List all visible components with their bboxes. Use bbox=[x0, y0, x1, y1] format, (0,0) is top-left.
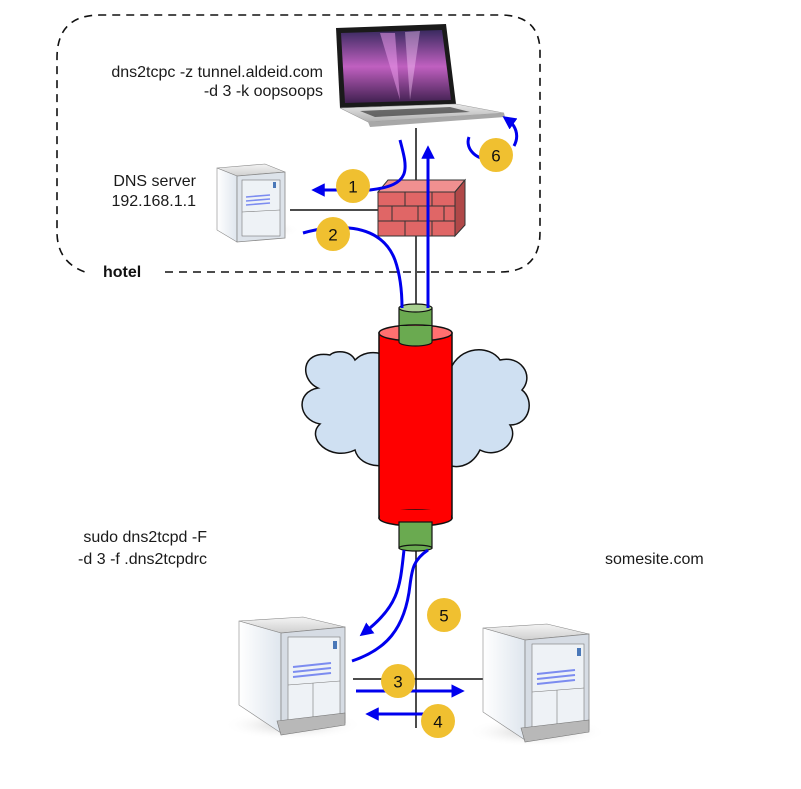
step-badge-1-label: 1 bbox=[348, 178, 357, 197]
dns-server-icon bbox=[210, 163, 300, 243]
hotel-zone-border bbox=[56, 14, 541, 273]
step-badge-4-label: 4 bbox=[433, 713, 442, 732]
flow-tunnel-to-server-arrow bbox=[359, 549, 406, 637]
target-site-label: somesite.com bbox=[605, 551, 704, 568]
step-badge-4: 4 bbox=[421, 704, 455, 738]
step-badge-2-label: 2 bbox=[328, 226, 337, 245]
client-command-line-1: dns2tcpc -z tunnel.aldeid.com bbox=[111, 64, 323, 81]
step-badge-2: 2 bbox=[316, 217, 350, 251]
laptop-icon bbox=[336, 24, 505, 127]
flow-step-5-arrow bbox=[351, 548, 429, 663]
step-badge-5: 5 bbox=[427, 598, 461, 632]
step-badge-1: 1 bbox=[336, 169, 370, 203]
dns-server-label-line-2: 192.168.1.1 bbox=[111, 193, 196, 210]
step-badge-5-label: 5 bbox=[439, 607, 448, 626]
firewall-icon bbox=[376, 178, 467, 238]
flow-step-6-arrow bbox=[502, 116, 519, 147]
step-badge-3: 3 bbox=[381, 664, 415, 698]
server-command-line-2: -d 3 -f .dns2tcpdrc bbox=[78, 551, 207, 568]
tunnel-icon bbox=[378, 303, 453, 552]
text-labels: dns2tcpc -z tunnel.aldeid.com -d 3 -k oo… bbox=[78, 64, 704, 568]
server-command-line-1: sudo dns2tcpd -F bbox=[83, 529, 207, 546]
somesite-server-icon bbox=[467, 623, 607, 747]
flow-arrows bbox=[302, 116, 519, 721]
hotel-zone: hotel bbox=[56, 14, 541, 281]
flow-step-1-arrow bbox=[311, 139, 407, 197]
dns-server-label-line-1: DNS server bbox=[113, 173, 196, 190]
step-badge-6: 6 bbox=[479, 138, 513, 172]
client-command-line-2: -d 3 -k oopsoops bbox=[204, 83, 323, 100]
step-badge-3-label: 3 bbox=[393, 673, 402, 692]
cloud-icon bbox=[301, 349, 530, 468]
dns2tcp-server-icon bbox=[223, 616, 363, 740]
step-badges: 1 2 6 5 3 4 bbox=[316, 138, 513, 738]
step-badge-6-label: 6 bbox=[491, 147, 500, 166]
hotel-label: hotel bbox=[103, 264, 141, 281]
